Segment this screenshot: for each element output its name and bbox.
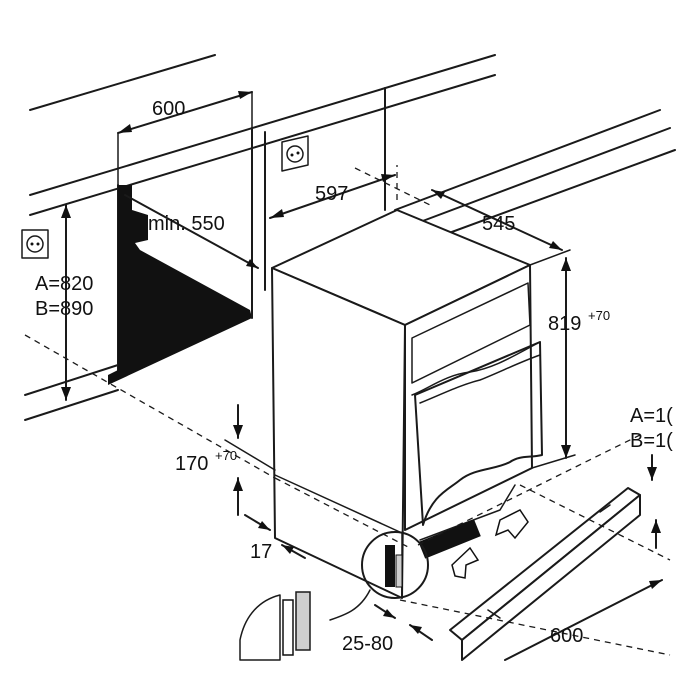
niche-recess <box>108 185 252 385</box>
label-819-sup: +70 <box>588 308 610 323</box>
label-600-top: 600 <box>152 98 185 120</box>
dim-600-top <box>117 91 253 186</box>
zoom-circle <box>329 531 429 621</box>
label-597: 597 <box>315 183 348 205</box>
appliance-body <box>271 209 543 599</box>
label-170-sup: +70 <box>215 448 237 463</box>
label-545: 545 <box>482 213 515 235</box>
dim-170 <box>224 404 276 516</box>
label-170: 170 <box>175 453 208 475</box>
dim-a820 <box>61 204 71 401</box>
label-b890: B=890 <box>35 298 93 320</box>
dim-17 <box>244 514 306 559</box>
dim-600-plinth <box>504 579 663 661</box>
dim-819 <box>529 249 576 469</box>
right-socket-icon <box>281 135 309 172</box>
label-min-550: min. 550 <box>148 213 225 235</box>
label-25-80: 25-80 <box>342 633 393 655</box>
niche-wall <box>251 87 386 319</box>
plinth-panel <box>449 487 641 661</box>
label-600-plinth: 600 <box>550 625 583 647</box>
dim-545 <box>431 189 563 251</box>
left-socket-icon <box>21 229 49 259</box>
airflow-arrows <box>451 509 529 579</box>
dim-plinth-height <box>647 454 661 549</box>
dim-min-550 <box>124 194 259 269</box>
label-plinth-a: A=1( <box>630 405 673 427</box>
dim-25-80 <box>374 604 433 641</box>
label-a820: A=820 <box>35 273 93 295</box>
dim-597 <box>269 174 396 219</box>
label-17: 17 <box>250 541 272 563</box>
detail-inset <box>239 591 311 661</box>
label-819: 819 <box>548 313 581 335</box>
label-plinth-b: B=1( <box>630 430 673 452</box>
